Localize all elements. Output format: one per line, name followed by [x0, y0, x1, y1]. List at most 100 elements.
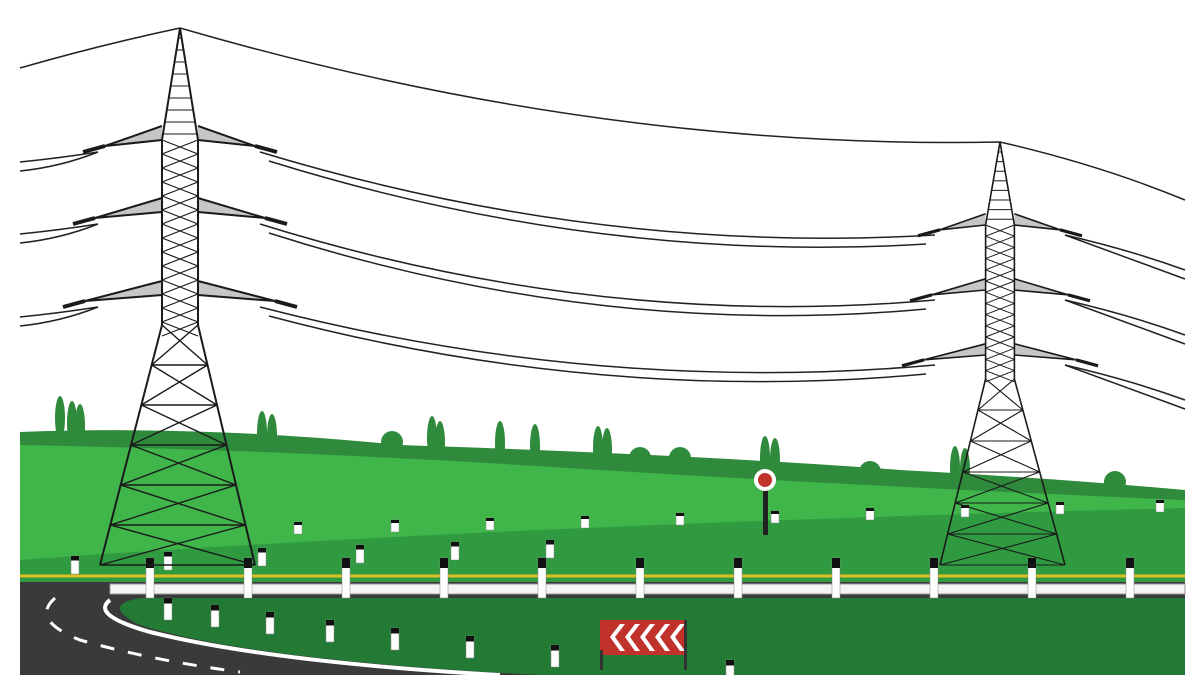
post-reflector — [342, 558, 350, 568]
road-edge-line — [103, 598, 501, 675]
tower-lattice — [161, 153, 199, 169]
tower-lattice — [161, 209, 199, 225]
tower-lattice — [985, 269, 1015, 282]
post-reflector — [440, 558, 448, 568]
post-reflector — [636, 558, 644, 568]
post-reflector — [391, 520, 399, 523]
tower-lattice — [161, 139, 199, 155]
power-lines — [19, 27, 1186, 410]
post-reflector — [734, 558, 742, 568]
post-reflector — [546, 540, 554, 545]
tower-lattice — [985, 347, 1015, 360]
power-line — [259, 223, 936, 308]
post-reflector — [466, 636, 474, 642]
post-reflector — [930, 558, 938, 568]
power-line — [19, 306, 99, 318]
roadside-posts — [70, 499, 1165, 675]
tree — [55, 396, 65, 440]
tower-lattice — [985, 358, 1015, 372]
tower-lattice — [939, 533, 1066, 566]
tower-lattice — [140, 364, 218, 406]
power-line — [19, 151, 99, 172]
post-reflector — [164, 598, 172, 604]
power-line — [259, 306, 936, 374]
tower-lattice — [985, 314, 1015, 327]
power-line — [1064, 364, 1186, 401]
tree — [960, 448, 970, 492]
bush — [381, 431, 403, 453]
post-reflector — [1056, 502, 1064, 505]
tower-lattice — [962, 440, 1040, 473]
guardrail — [109, 583, 1186, 595]
post-reflector — [356, 545, 364, 550]
insulator — [901, 358, 1099, 368]
tower-lattice — [985, 224, 1015, 237]
post-reflector — [486, 518, 494, 521]
tree — [435, 421, 445, 465]
power-line — [1064, 364, 1186, 410]
post-reflector — [266, 612, 274, 618]
tower-lattice — [985, 302, 1015, 316]
post-reflector — [1028, 558, 1036, 568]
tower-lattice — [985, 336, 1015, 349]
post-reflector — [164, 552, 172, 557]
bush — [629, 447, 651, 469]
tower-lattice — [110, 484, 246, 526]
chevron-arrow — [670, 624, 685, 651]
tree — [67, 401, 77, 445]
power-line — [268, 160, 927, 248]
tower-lattice — [161, 195, 199, 211]
tower-lattice — [985, 280, 1015, 293]
transmission-tower-left — [62, 27, 298, 566]
post-reflector — [726, 660, 734, 666]
tower-lattice — [161, 167, 199, 183]
post-reflector — [294, 522, 302, 525]
tower-lattice — [161, 293, 199, 309]
power-line — [19, 223, 99, 244]
power-line — [1064, 299, 1186, 336]
tree-line — [55, 396, 1126, 493]
power-line — [19, 151, 99, 163]
tower-lattice — [161, 251, 199, 267]
insulator — [917, 228, 1083, 238]
tower-lattice — [161, 237, 199, 253]
power-line — [1064, 299, 1186, 345]
post-reflector — [866, 508, 874, 511]
tree — [267, 414, 277, 458]
power-line — [1064, 234, 1186, 271]
tree — [760, 436, 770, 480]
post-reflector — [771, 511, 779, 514]
power-line — [19, 27, 1186, 201]
post-reflector — [832, 558, 840, 568]
insulator — [82, 144, 278, 154]
insulator — [72, 216, 288, 226]
transmission-tower-right — [901, 141, 1099, 566]
bush — [859, 461, 881, 483]
tower-lattice — [130, 404, 227, 446]
post-reflector — [538, 558, 546, 568]
power-line — [19, 223, 99, 235]
post-reflector — [676, 513, 684, 516]
post-reflector — [1156, 500, 1164, 503]
tower-lattice — [161, 265, 199, 281]
chevron-arrow — [640, 624, 655, 651]
tower-lattice — [151, 324, 208, 366]
tower-lattice — [985, 291, 1015, 304]
bush — [669, 447, 691, 469]
power-line — [268, 232, 927, 317]
tree — [257, 411, 267, 455]
power-line — [1064, 234, 1186, 280]
tower-lattice — [985, 246, 1015, 260]
tower-lattice — [985, 325, 1015, 338]
tower-lattice — [120, 444, 237, 486]
power-line — [259, 151, 936, 239]
post-reflector — [211, 605, 219, 611]
chevron-arrow — [610, 624, 625, 651]
tree — [427, 416, 437, 460]
bush — [1104, 471, 1126, 493]
round-warning-sign — [754, 469, 776, 535]
tower-lattice — [985, 258, 1015, 271]
post-reflector — [581, 516, 589, 519]
post-reflector — [551, 645, 559, 651]
